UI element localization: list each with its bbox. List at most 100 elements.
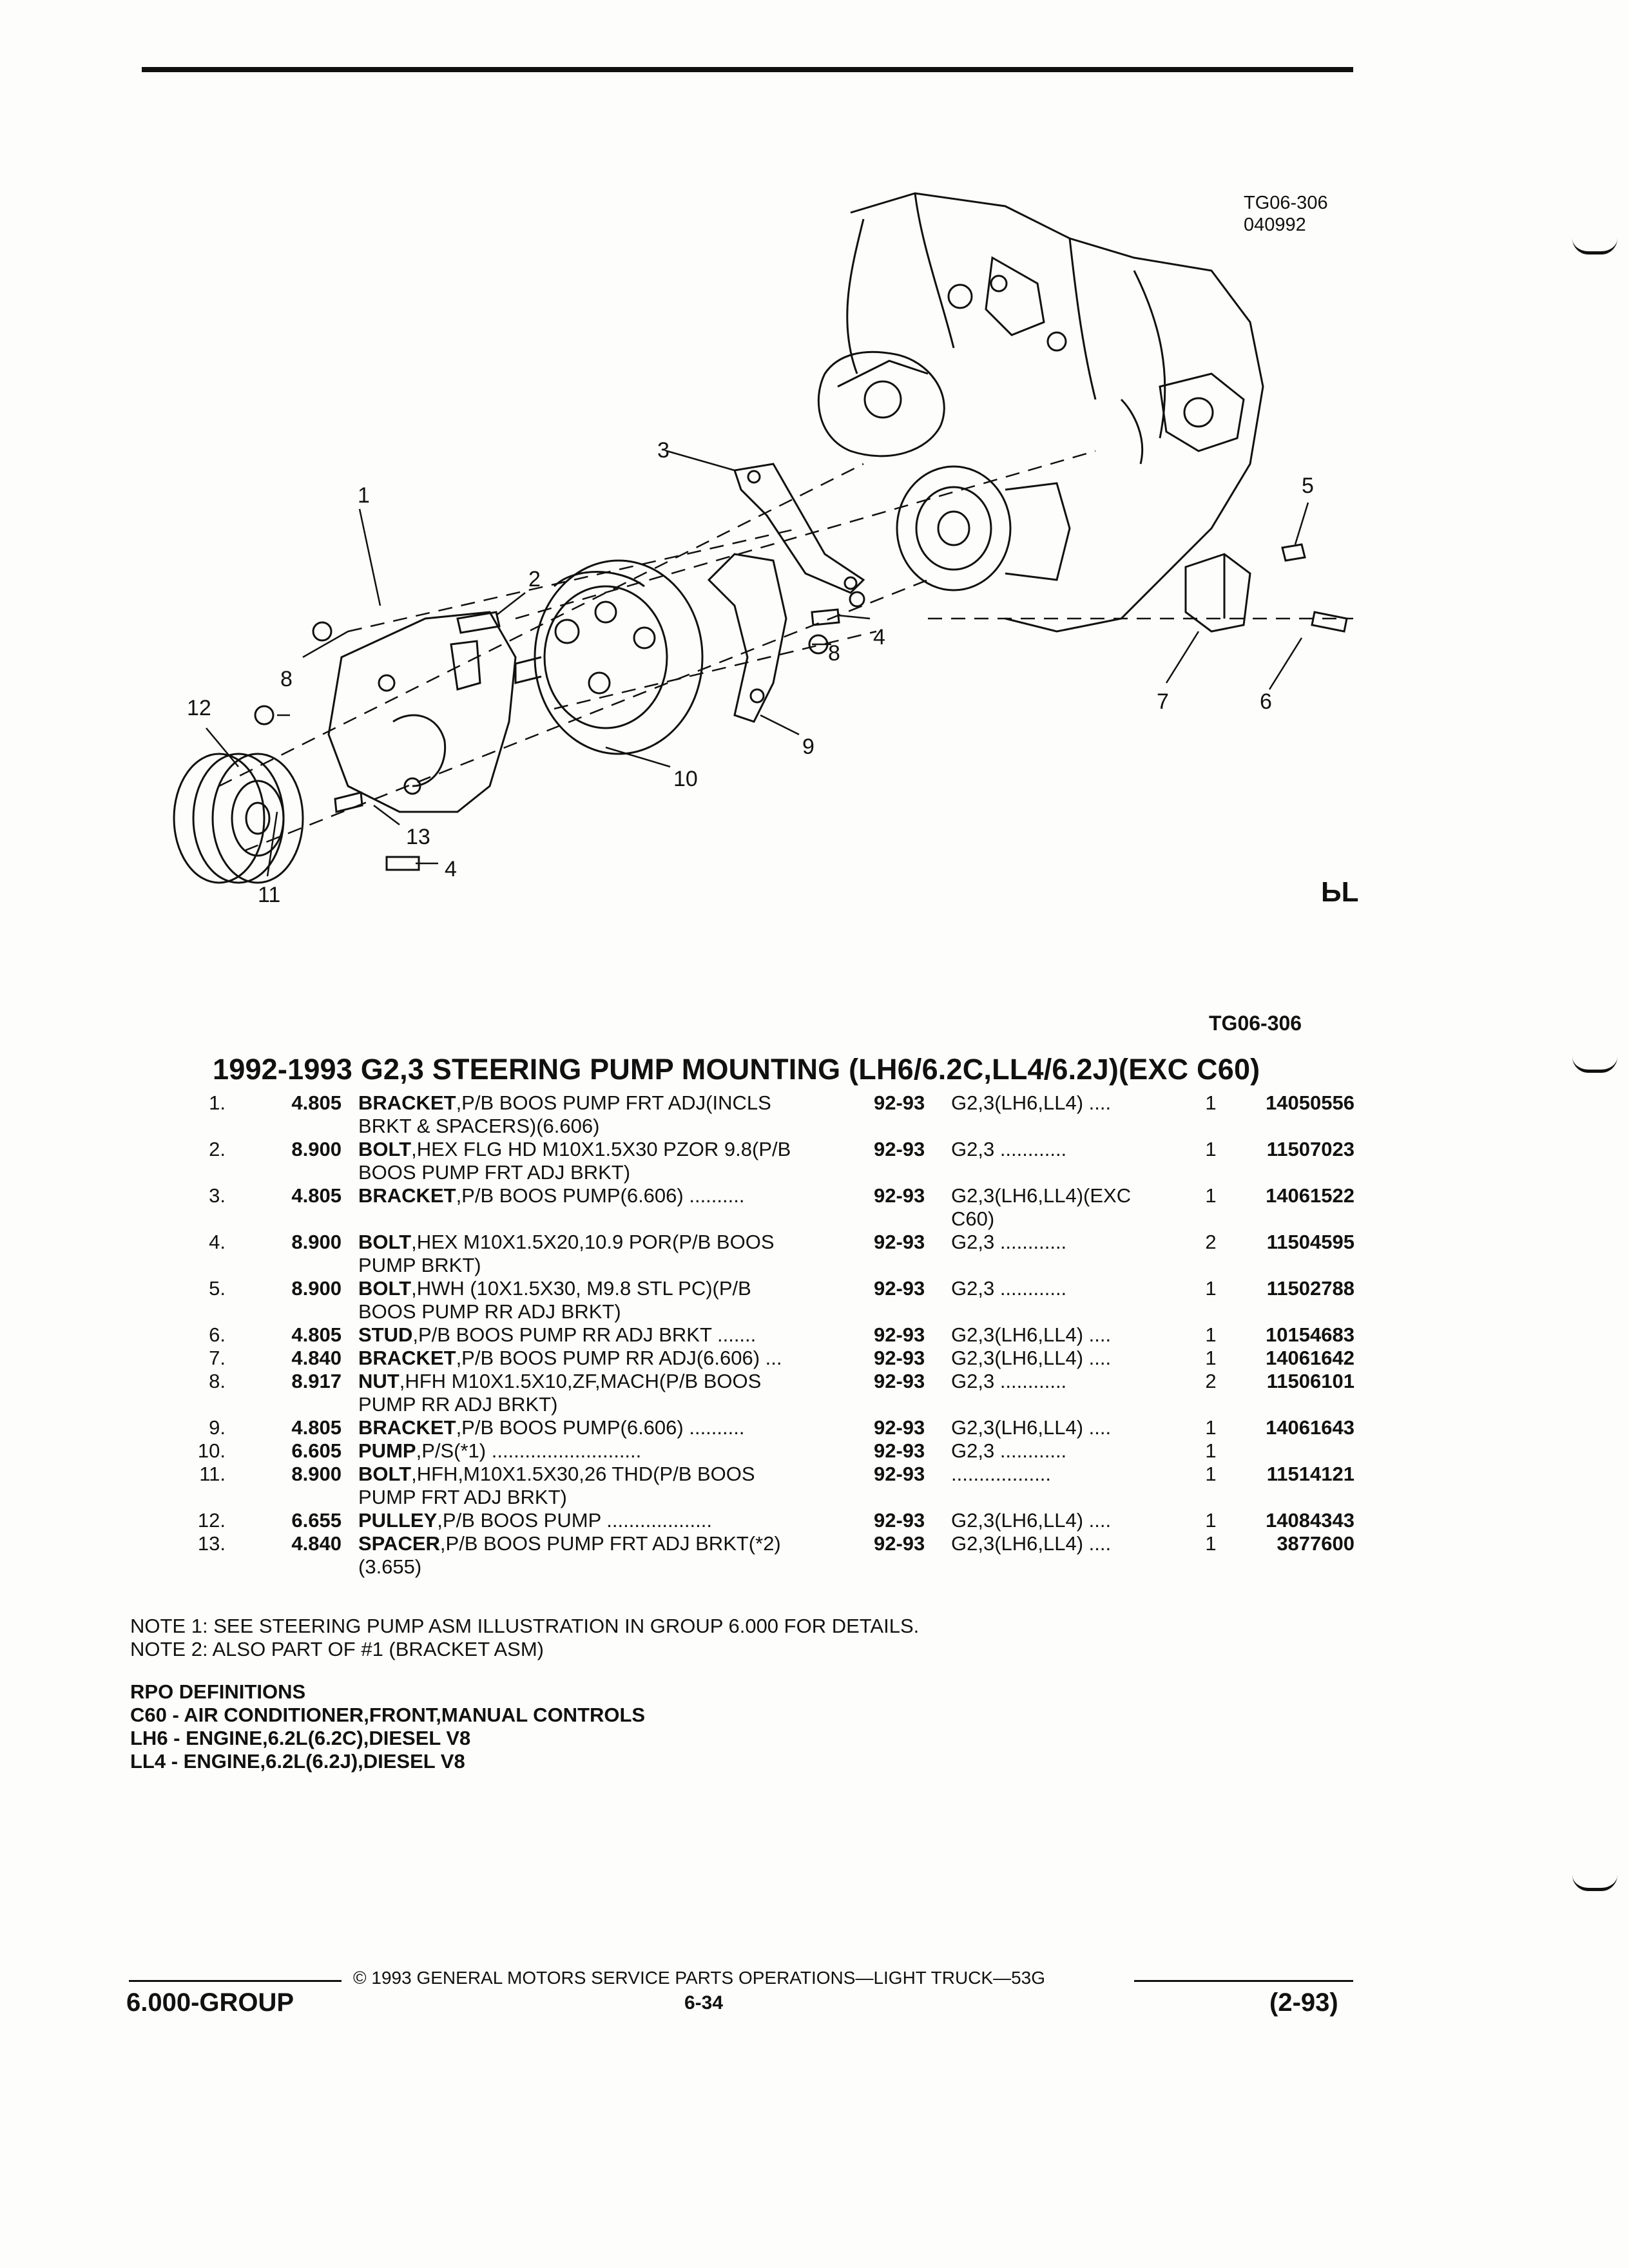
group-number-text: 4.805 — [291, 1184, 342, 1207]
part-number-text: 14061642 — [1266, 1347, 1354, 1369]
description-line: BOLT,HEX FLG HD M10X1.5X30 PZOR 9.8(P/B — [358, 1138, 874, 1161]
table-row: 2. 8.900 BOLT,HEX FLG HD M10X1.5X30 PZOR 9… — [161, 1138, 1354, 1184]
model-years-text: 92-93 — [874, 1277, 925, 1300]
item-number-text: 2. — [209, 1138, 226, 1160]
part-name: BOLT — [358, 1463, 412, 1485]
item-number-text: 8. — [209, 1370, 226, 1392]
model-years-text: 92-93 — [874, 1347, 925, 1369]
group-number-text: 6.655 — [291, 1509, 342, 1532]
quantity-text: 1 — [1205, 1347, 1217, 1369]
model-years: 92-93 — [874, 1091, 951, 1138]
item-number: 11. — [161, 1463, 226, 1509]
item-number: 6. — [161, 1323, 226, 1347]
part-number: 14084343 — [1226, 1509, 1354, 1532]
quantity-text: 2 — [1205, 1370, 1217, 1392]
part-name: BRACKET — [358, 1091, 456, 1114]
item-number-text: 9. — [209, 1416, 226, 1439]
model-years: 92-93 — [874, 1532, 951, 1579]
item-number-text: 3. — [209, 1184, 226, 1207]
pump-pulley-12 — [173, 753, 304, 884]
item-number-text: 12. — [197, 1509, 226, 1532]
item-number-text: 4. — [209, 1231, 226, 1253]
group-number-text: 4.805 — [291, 1091, 342, 1114]
part-number-text: 14084343 — [1266, 1509, 1354, 1532]
part-name: BOLT — [358, 1138, 412, 1160]
usage: G2,3(LH6,LL4) .... — [951, 1347, 1196, 1370]
callout-labels: 1 2 3 4 4 5 6 7 8 8 9 10 11 12 13 — [187, 438, 1314, 907]
item-number: 7. — [161, 1347, 226, 1370]
quantity-text: 2 — [1205, 1231, 1217, 1253]
quantity: 1 — [1196, 1439, 1226, 1463]
usage: G2,3(LH6,LL4) .... — [951, 1532, 1196, 1579]
quantity-text: 1 — [1205, 1138, 1217, 1160]
top-rule — [142, 67, 1353, 72]
description: BRACKET,P/B BOOS PUMP(6.606) .......... — [358, 1184, 874, 1231]
note-2: NOTE 2: ALSO PART OF #1 (BRACKET ASM) — [130, 1638, 545, 1660]
part-name: BOLT — [358, 1277, 412, 1300]
leader-lines — [206, 450, 1309, 877]
front-bracket-1 — [327, 611, 517, 813]
group-number-text: 8.917 — [291, 1370, 342, 1392]
part-number: 14061642 — [1226, 1347, 1354, 1370]
model-years-text: 92-93 — [874, 1416, 925, 1439]
item-number-text: 5. — [209, 1277, 226, 1300]
part-description-cont: BOOS PUMP FRT ADJ BRKT) — [358, 1161, 631, 1184]
bracket-9 — [707, 553, 787, 723]
group-number-text: 4.840 — [291, 1347, 342, 1369]
item-number-text: 7. — [209, 1347, 226, 1369]
part-description: ,P/B BOOS PUMP(6.606) .......... — [456, 1184, 745, 1207]
description-line: BRACKET,P/B BOOS PUMP FRT ADJ(INCLS — [358, 1091, 874, 1115]
usage-text: G2,3(LH6,LL4) .... — [951, 1416, 1112, 1439]
description: PULLEY,P/B BOOS PUMP ................... — [358, 1509, 874, 1532]
group-number-text: 8.900 — [291, 1138, 342, 1160]
model-years-text: 92-93 — [874, 1138, 925, 1160]
part-number-text: 11514121 — [1266, 1463, 1354, 1485]
binder-mark — [1572, 1875, 1617, 1891]
part-number-text: 14061643 — [1266, 1416, 1354, 1439]
quantity: 1 — [1196, 1347, 1226, 1370]
usage-text: G2,3 ............ — [951, 1138, 1067, 1160]
usage: G2,3 ............ — [951, 1370, 1196, 1416]
table-row: 7. 4.840 BRACKET,P/B BOOS PUMP RR ADJ(6.60… — [161, 1347, 1354, 1370]
group-number: 4.805 — [226, 1184, 358, 1231]
part-number-text: 14050556 — [1266, 1091, 1354, 1114]
rpo-item: C60 - AIR CONDITIONER,FRONT,MANUAL CONTR… — [130, 1704, 646, 1726]
usage: G2,3 ............ — [951, 1138, 1196, 1184]
usage-text: .................. — [951, 1463, 1052, 1485]
item-number: 9. — [161, 1416, 226, 1439]
figure-code: TG06-306 — [1244, 193, 1328, 213]
table-row: 5. 8.900 BOLT,HWH (10X1.5X30, M9.8 STL PC)… — [161, 1277, 1354, 1323]
part-number-text: 14061522 — [1266, 1184, 1354, 1207]
part-description-cont: PUMP FRT ADJ BRKT) — [358, 1486, 567, 1508]
group-number-text: 4.840 — [291, 1532, 342, 1555]
fasteners — [254, 543, 1348, 871]
usage: .................. — [951, 1463, 1196, 1509]
part-description: ,P/B BOOS PUMP(6.606) .......... — [456, 1416, 745, 1439]
quantity-text: 1 — [1205, 1439, 1217, 1462]
part-number-text: 11504595 — [1266, 1231, 1354, 1253]
quantity-text: 1 — [1205, 1509, 1217, 1532]
usage: G2,3 ............ — [951, 1231, 1196, 1277]
callout-2: 2 — [528, 567, 541, 591]
item-number: 4. — [161, 1231, 226, 1277]
part-description-cont: (3.655) — [358, 1555, 422, 1578]
part-number-text: 11506101 — [1266, 1370, 1354, 1392]
group-number: 4.840 — [226, 1532, 358, 1579]
group-number: 8.900 — [226, 1277, 358, 1323]
part-description: ,HWH (10X1.5X30, M9.8 STL PC)(P/B — [411, 1277, 751, 1300]
usage: G2,3(LH6,LL4) .... — [951, 1323, 1196, 1347]
part-number-text: 11507023 — [1266, 1138, 1354, 1160]
item-number: 2. — [161, 1138, 226, 1184]
group-number-text: 8.900 — [291, 1277, 342, 1300]
description-line: BRACKET,P/B BOOS PUMP RR ADJ(6.606) ... — [358, 1347, 874, 1370]
engine-pulley — [896, 465, 1071, 591]
part-number: 11506101 — [1226, 1370, 1354, 1416]
part-description-cont: PUMP RR ADJ BRKT) — [358, 1393, 558, 1416]
model-years: 92-93 — [874, 1416, 951, 1439]
quantity-text: 1 — [1205, 1323, 1217, 1346]
